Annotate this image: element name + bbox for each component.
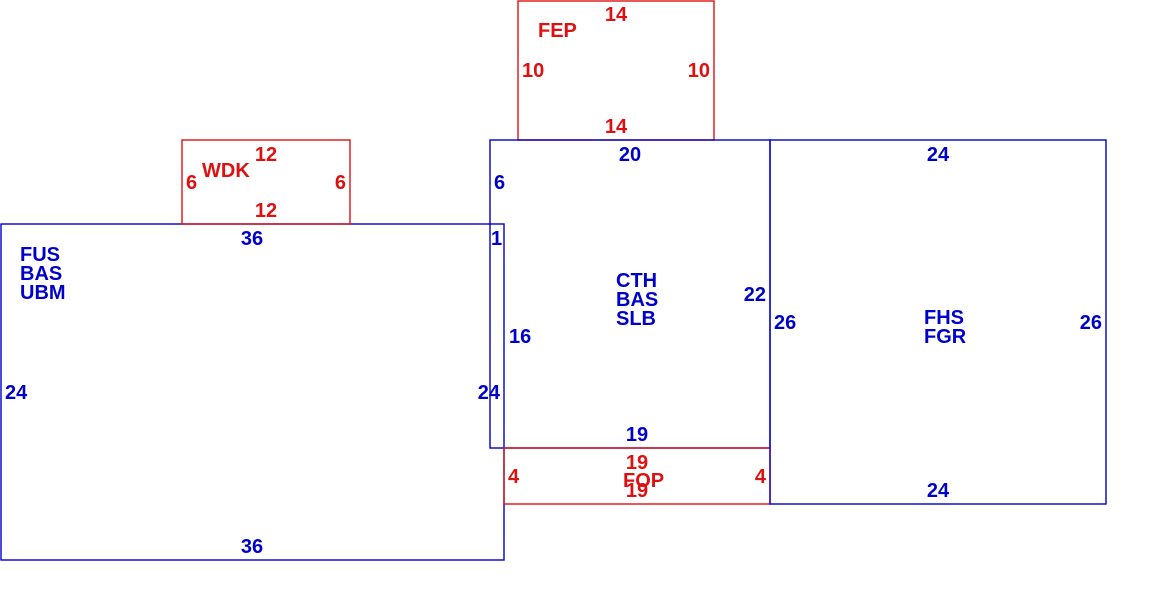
area-outlines: [0, 0, 1107, 561]
fus-code-1: FUS: [20, 244, 60, 266]
fus-dim-bottom: 36: [241, 536, 263, 558]
fus-outline: [0, 223, 505, 561]
wdk-dim-bottom: 12: [255, 200, 277, 222]
cth-code-1: CTH: [616, 270, 657, 292]
fep-code: FEP: [538, 20, 577, 42]
fus-dim-top: 36: [241, 228, 263, 250]
fhs-area: FHS FGR 24 24 26 26: [774, 144, 1102, 502]
fop-dim-top: 19: [626, 452, 648, 474]
fhs-code-1: FHS: [924, 307, 964, 329]
fus-dim-right-jog: 1: [491, 228, 502, 250]
fus-code-3: UBM: [20, 282, 66, 304]
cth-dim-right: 22: [744, 284, 766, 306]
wdk-dim-left: 6: [186, 172, 197, 194]
fep-dim-left: 10: [522, 60, 544, 82]
fhs-outline: [769, 139, 1107, 505]
wdk-code: WDK: [202, 160, 250, 182]
fhs-dim-top: 24: [927, 144, 950, 166]
fus-code-2: BAS: [20, 263, 62, 285]
fep-dim-top: 14: [605, 4, 628, 26]
fus-dim-right: 24: [478, 382, 501, 404]
fhs-dim-right: 26: [1080, 312, 1102, 334]
fhs-dim-left: 26: [774, 312, 796, 334]
fus-dim-left: 24: [5, 382, 28, 404]
cth-area: CTH BAS SLB 20 19 6 16 22: [494, 144, 766, 446]
fep-area: FEP 14 14 10 10: [522, 4, 710, 138]
fop-area: 19 19 FOP 4 4: [508, 452, 767, 502]
cth-dim-left-lower: 16: [509, 326, 531, 348]
fus-area: FUS BAS UBM 36 36 24 24 1: [5, 228, 502, 558]
cth-dim-left-upper: 6: [494, 172, 505, 194]
fop-dim-bottom: 19: [626, 480, 648, 502]
wdk-dim-top: 12: [255, 144, 277, 166]
wdk-outline: [181, 139, 351, 225]
fhs-code-2: FGR: [924, 326, 967, 348]
wdk-dim-right: 6: [335, 172, 346, 194]
cth-dim-bottom: 19: [626, 424, 648, 446]
cth-dim-top: 20: [619, 144, 641, 166]
fop-dim-right: 4: [755, 466, 767, 488]
fop-dim-left: 4: [508, 466, 520, 488]
fep-dim-bottom: 14: [605, 116, 628, 138]
fep-dim-right: 10: [688, 60, 710, 82]
fhs-dim-bottom: 24: [927, 480, 950, 502]
cth-code-3: SLB: [616, 308, 656, 330]
fop-code: FOP: [623, 470, 664, 492]
wdk-area: WDK 12 12 6 6: [186, 144, 346, 222]
cth-code-2: BAS: [616, 289, 658, 311]
